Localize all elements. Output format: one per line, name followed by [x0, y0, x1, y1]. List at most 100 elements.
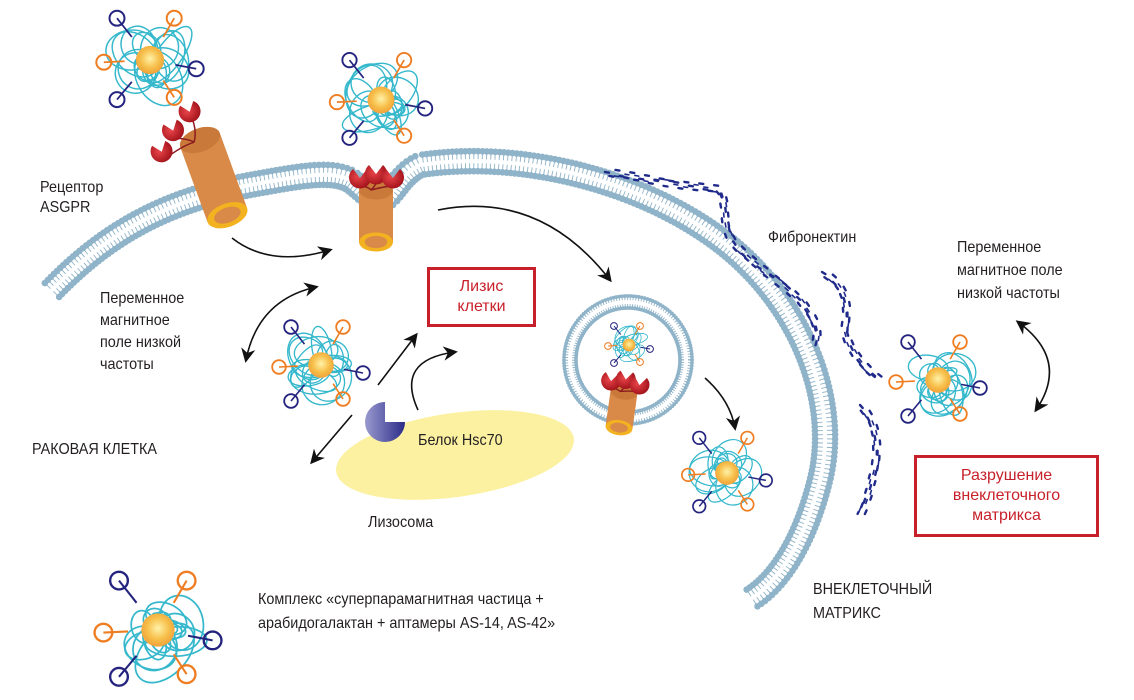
aptamer-icon [341, 129, 358, 146]
arrow-field-left [241, 282, 319, 363]
aptamer-icon [396, 127, 413, 144]
aptamer-icon [952, 334, 968, 350]
asgpr-receptor-icon [150, 100, 248, 229]
nanoparticle-complex-icon [93, 570, 223, 687]
complex-legend-label: Комплекс «суперпарамагнитная частица + а… [258, 588, 555, 636]
plasma-membrane [41, 147, 839, 610]
aptamer-icon [636, 322, 644, 330]
field-left-line: магнитное [100, 312, 170, 329]
ecm-label-line: ВНЕКЛЕТОЧНЫЙ [813, 581, 933, 598]
aptamer-icon [681, 467, 696, 482]
aptamer-icon [95, 53, 113, 71]
aptamer-icon [417, 100, 434, 117]
aptamer-icon [888, 374, 904, 390]
cell-lysis-line: Лизис [459, 278, 504, 295]
magnetic-core [925, 367, 951, 393]
cell-lysis-line: клетки [457, 298, 506, 315]
receptor-label-line: Рецептор [40, 179, 104, 196]
magnetic-core [715, 461, 739, 485]
ligand-binding-head [178, 100, 201, 123]
magnetic-core [308, 352, 334, 378]
ligand-binding-head [601, 372, 621, 391]
receptor-label: Рецептор ASGPR [40, 178, 103, 218]
magnetic-core [135, 45, 165, 75]
aptamer-icon [108, 9, 126, 27]
aptamer-icon [740, 497, 755, 512]
nanoparticle-complex-icon [681, 430, 773, 514]
cell-lysis-box: Лизис клетки [427, 267, 536, 327]
arrow-hsc70-release [410, 346, 458, 411]
nanoparticle-complex-icon [604, 322, 654, 367]
aptamer-icon [165, 88, 183, 106]
arrow-endocytosis [437, 205, 612, 283]
aptamer-icon [900, 334, 916, 350]
field-right-line: магнитное поле [957, 262, 1063, 279]
aptamer-icon [692, 430, 707, 445]
aptamer-icon [972, 380, 988, 396]
field-right-label: Переменное магнитное поле низкой частоты [957, 236, 1063, 305]
fibronectin-fiber [603, 168, 822, 347]
field-right-line: Переменное [957, 239, 1042, 256]
ligand-binding-head [382, 169, 404, 189]
aptamer-icon [636, 358, 644, 366]
aptamer-icon [328, 94, 345, 111]
magnetic-core [622, 338, 636, 352]
aptamer-icon [646, 345, 654, 353]
asgpr-receptor-icon [601, 370, 650, 436]
ligand-binding-head [162, 119, 184, 142]
ligand-binding-head [150, 140, 173, 163]
fibronectin-fiber [820, 270, 883, 379]
cancer-cell-label: РАКОВАЯ КЛЕТКА [32, 441, 158, 458]
receptor-label-line: ASGPR [40, 199, 91, 216]
aptamer-icon [740, 430, 755, 445]
magnetic-core [141, 613, 175, 647]
aptamer-icon [396, 52, 413, 69]
aptamer-icon [604, 342, 612, 350]
aptamer-icon [610, 322, 618, 330]
complex-legend-line: Комплекс «суперпарамагнитная частица + [258, 591, 544, 608]
arrow-to-lysosome [310, 414, 353, 465]
fibronectin-label: Фибронектин [768, 229, 857, 246]
aptamer-icon [176, 664, 197, 685]
ligand-binding-head [365, 165, 387, 185]
extracellular-matrix-label: ВНЕКЛЕТОЧНЫЙ МАТРИКС [813, 578, 932, 626]
aptamer-icon [108, 91, 126, 109]
aptamer-icon [335, 319, 351, 335]
field-left-line: частоты [100, 356, 154, 373]
arrow-to-lysis [377, 332, 418, 386]
lysosome-label: Лизосома [368, 514, 434, 531]
nanoparticle-complex-icon [271, 319, 371, 409]
ecm-destruction-line: внеклеточного [952, 487, 1061, 504]
nanoparticle-complex-icon [888, 334, 988, 424]
magnetic-core [367, 86, 395, 114]
complex-legend-line: арабидогалактан + аптамеры AS-14, AS-42» [258, 615, 556, 632]
hsc70-label: Белок Hsc70 [418, 432, 503, 449]
field-left-line: Переменное [100, 290, 185, 307]
field-right-line: низкой частоты [957, 285, 1060, 302]
hsc70-protein-icon [365, 402, 405, 442]
aptamer-icon [108, 666, 130, 687]
aptamer-icon [108, 570, 130, 591]
aptamer-icon [283, 393, 299, 409]
fibronectin-fiber [856, 403, 882, 516]
aptamer-icon [341, 52, 358, 69]
aptamer-icon [692, 499, 707, 514]
arrow-field-right [1015, 320, 1051, 413]
aptamer-icon [758, 473, 773, 488]
aptamer-icon [93, 622, 114, 643]
aptamer-icon [187, 60, 205, 78]
aptamer-icon [202, 630, 223, 651]
ecm-destruction-box: Разрушение внеклеточного матрикса [914, 455, 1099, 537]
aptamer-icon [610, 359, 618, 367]
ecm-destruction-line: матрикса [972, 507, 1041, 524]
nanoparticle-complex-icon [95, 9, 205, 109]
arrow-release [704, 377, 741, 431]
arrow-internalization [231, 237, 333, 261]
asgpr-receptor-icon [349, 165, 404, 252]
ecm-label-line: МАТРИКС [813, 605, 881, 622]
aptamer-icon [952, 406, 968, 422]
field-left-line: поле низкой [100, 334, 182, 351]
field-left-label: Переменное магнитное поле низкой частоты [100, 288, 184, 376]
aptamer-icon [900, 408, 916, 424]
ligand-binding-head [629, 376, 650, 395]
